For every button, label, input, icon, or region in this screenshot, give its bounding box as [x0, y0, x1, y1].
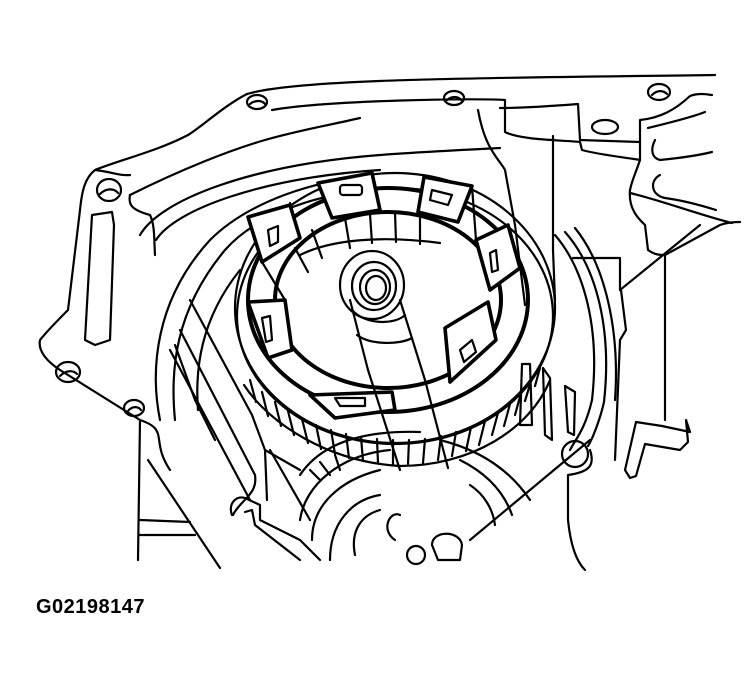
plate-lugs: [246, 171, 522, 420]
case-right-details: [518, 362, 692, 572]
case-bracket: [136, 298, 322, 570]
input-shaft: [338, 249, 450, 472]
lower-gearset: [298, 430, 592, 566]
case-housing: [38, 73, 742, 472]
inner-splines: [293, 210, 442, 274]
clutch-plate-ring: [246, 171, 530, 420]
case-bore-rings: [154, 176, 618, 452]
figure-id-caption: G02198147: [36, 596, 146, 618]
